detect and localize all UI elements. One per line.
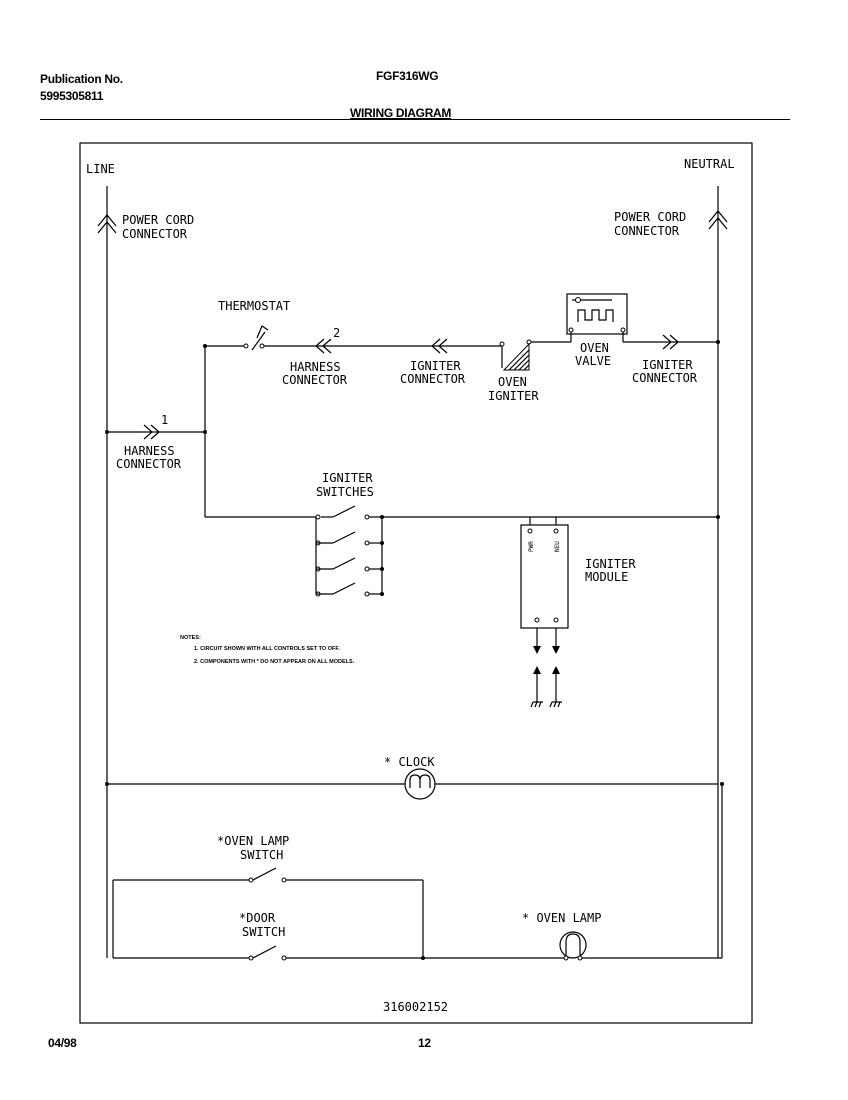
power-cord-connector-right-label-2: CONNECTOR bbox=[614, 224, 680, 238]
part-number: 316002152 bbox=[383, 1000, 448, 1014]
oven-valve-label-1: OVEN bbox=[580, 341, 609, 355]
igniter-connector-left-label-1: IGNITER bbox=[410, 359, 461, 373]
harness-connector-1-number: 1 bbox=[161, 413, 168, 427]
notes-heading: NOTES: bbox=[180, 635, 201, 641]
igniter-connector-left bbox=[431, 338, 448, 354]
oven-lamp bbox=[559, 931, 587, 961]
power-cord-connector-left-label-1: POWER CORD bbox=[122, 213, 194, 227]
power-cord-connector-right-label-1: POWER CORD bbox=[614, 210, 686, 224]
model-number: FGF316WG bbox=[376, 69, 439, 83]
neutral-label: NEUTRAL bbox=[684, 157, 735, 171]
oven-lamp-switch-label-1: *OVEN LAMP bbox=[217, 834, 289, 848]
publication-label: Publication No. bbox=[40, 72, 123, 86]
clock bbox=[404, 768, 436, 800]
oven-lamp-switch bbox=[248, 867, 287, 883]
igniter-module bbox=[520, 524, 569, 708]
oven-igniter bbox=[499, 339, 532, 371]
power-cord-connector-right bbox=[708, 210, 728, 230]
header-rule bbox=[40, 119, 790, 120]
oven-lamp-label: * OVEN LAMP bbox=[522, 911, 601, 925]
igniter-connector-right bbox=[662, 334, 679, 350]
footer-page-number: 12 bbox=[418, 1036, 431, 1050]
harness-connector-1 bbox=[143, 424, 160, 440]
module-terminal-neu: NEU bbox=[554, 541, 561, 552]
diagram-title: WIRING DIAGRAM bbox=[350, 106, 452, 120]
footer-date: 04/98 bbox=[48, 1036, 77, 1050]
thermostat bbox=[243, 325, 269, 351]
igniter-connector-right-label-1: IGNITER bbox=[642, 358, 693, 372]
door-switch bbox=[248, 945, 287, 961]
oven-igniter-label-2: IGNITER bbox=[488, 389, 539, 403]
igniter-switches-label-1: IGNITER bbox=[322, 471, 373, 485]
diagram-frame bbox=[79, 142, 753, 1024]
power-cord-connector-left-label-2: CONNECTOR bbox=[122, 227, 188, 241]
harness-connector-2-label-1: HARNESS bbox=[290, 360, 341, 374]
harness-connector-2-label-2: CONNECTOR bbox=[282, 373, 348, 387]
oven-lamp-switch-label-2: SWITCH bbox=[240, 848, 283, 862]
thermostat-label: THERMOSTAT bbox=[218, 299, 290, 313]
note-2: 2. COMPONENTS WITH * DO NOT APPEAR ON AL… bbox=[194, 659, 355, 665]
harness-connector-1-label-1: HARNESS bbox=[124, 444, 175, 458]
igniter-switches-label-2: SWITCHES bbox=[316, 485, 374, 499]
harness-connector-2-number: 2 bbox=[333, 326, 340, 340]
clock-label: * CLOCK bbox=[384, 755, 435, 769]
oven-igniter-label-1: OVEN bbox=[498, 375, 527, 389]
line-label: LINE bbox=[86, 162, 115, 176]
oven-valve-label-2: VALVE bbox=[575, 354, 611, 368]
igniter-connector-left-label-2: CONNECTOR bbox=[400, 372, 466, 386]
harness-connector-1-label-2: CONNECTOR bbox=[116, 457, 182, 471]
igniter-module-label-1: IGNITER bbox=[585, 557, 636, 571]
igniter-switches bbox=[315, 505, 384, 597]
harness-connector-2 bbox=[315, 338, 332, 354]
igniter-connector-right-label-2: CONNECTOR bbox=[632, 371, 698, 385]
wires bbox=[106, 186, 723, 959]
publication-number: 5995305811 bbox=[40, 89, 104, 103]
note-1: 1. CIRCUIT SHOWN WITH ALL CONTROLS SET T… bbox=[194, 646, 340, 652]
oven-valve bbox=[566, 293, 628, 335]
door-switch-label-2: SWITCH bbox=[242, 925, 285, 939]
junctions bbox=[105, 340, 724, 960]
module-terminal-pwr: PWR bbox=[528, 541, 535, 552]
power-cord-connector-left bbox=[97, 214, 117, 234]
igniter-module-label-2: MODULE bbox=[585, 570, 628, 584]
door-switch-label-1: *DOOR bbox=[239, 911, 276, 925]
